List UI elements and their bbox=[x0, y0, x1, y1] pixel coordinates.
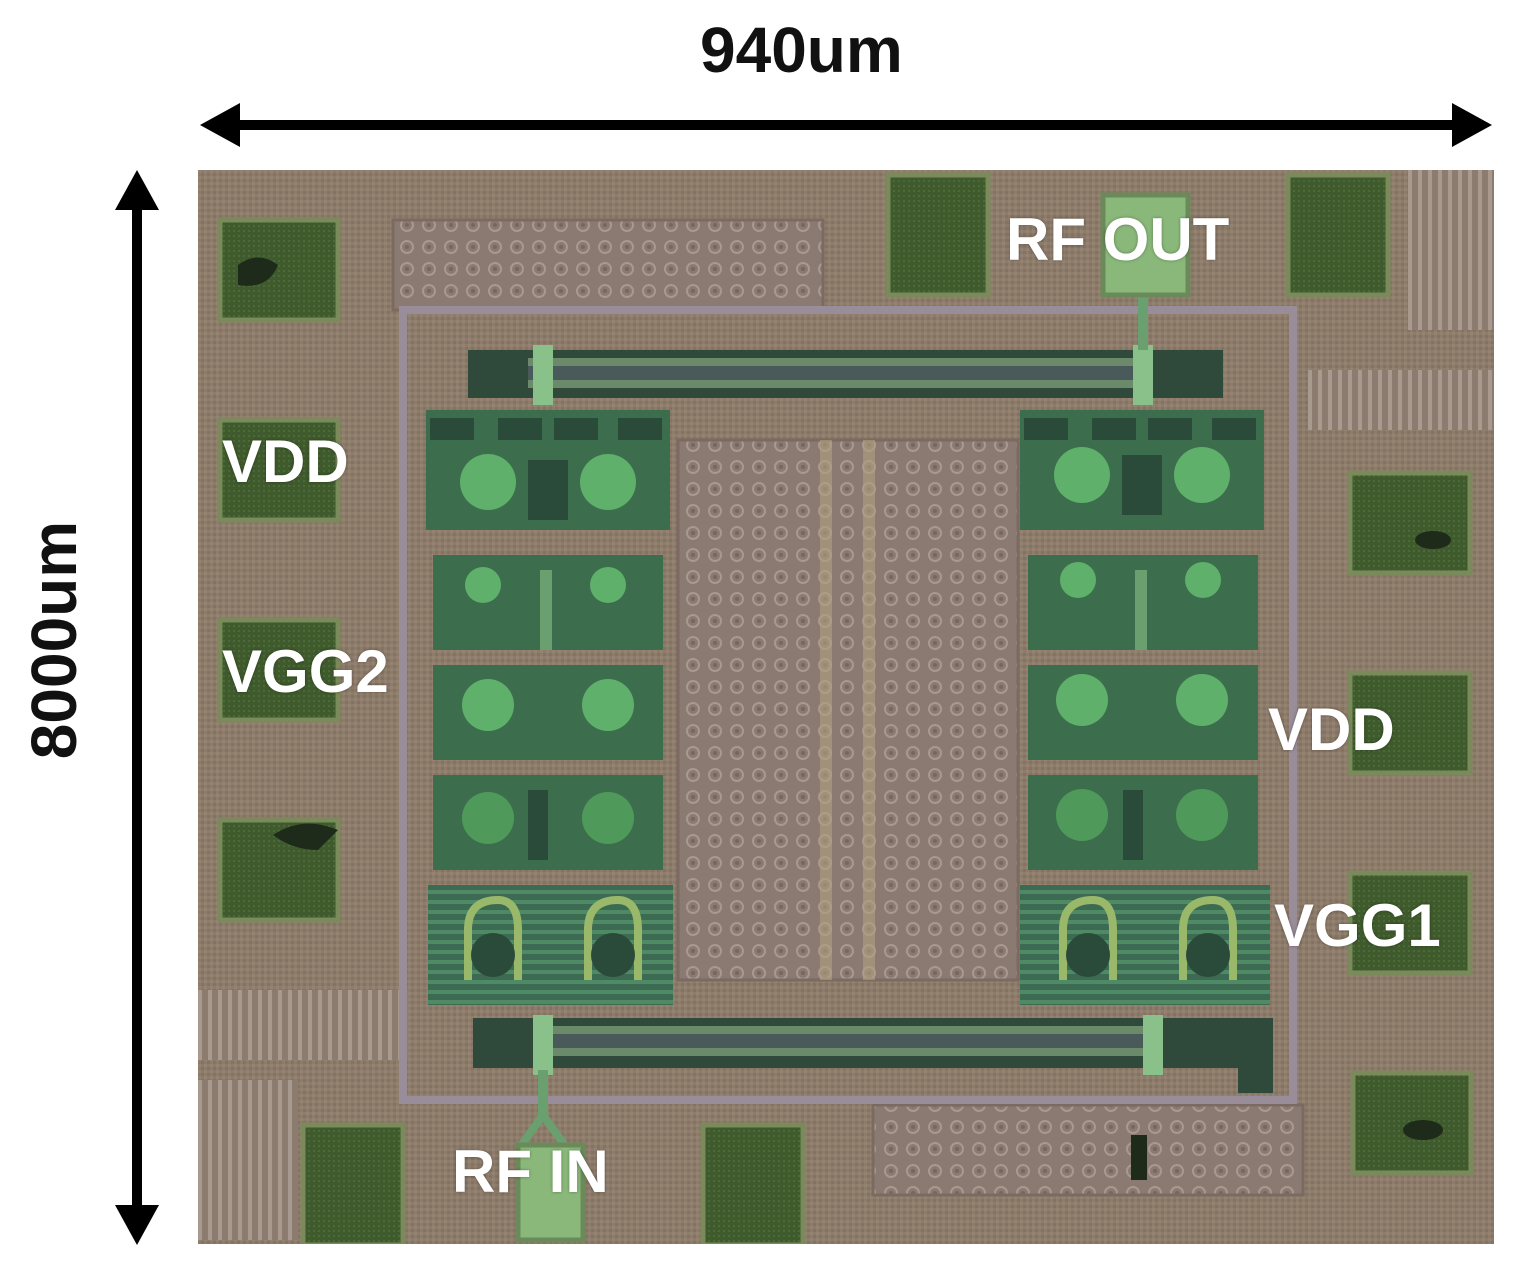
vgg2-label: VGG2 bbox=[222, 638, 389, 705]
vdd-right-label: VDD bbox=[1268, 696, 1395, 763]
height-arrow bbox=[115, 170, 159, 1245]
rf-in-label: RF IN bbox=[452, 1138, 609, 1205]
vdd-left-label: VDD bbox=[222, 428, 349, 495]
vgg1-label: VGG1 bbox=[1274, 892, 1441, 959]
rf-out-label: RF OUT bbox=[1006, 206, 1230, 273]
height-dimension-text: 8000um bbox=[18, 520, 90, 760]
bottom-transmission-line bbox=[473, 1015, 1273, 1153]
height-dimension-label: 8000um bbox=[18, 500, 90, 780]
top-transmission-line bbox=[468, 262, 1223, 405]
right-amplifier-stages bbox=[1020, 410, 1270, 1005]
bond-pads bbox=[217, 172, 1474, 1244]
width-dimension-label: 940um bbox=[700, 14, 903, 86]
width-arrow bbox=[200, 103, 1492, 147]
left-amplifier-stages bbox=[426, 410, 673, 1005]
chip-die-photo: RF OUT VDD VGG2 VDD VGG1 RF IN bbox=[198, 170, 1494, 1244]
chip-layout bbox=[198, 170, 1494, 1244]
